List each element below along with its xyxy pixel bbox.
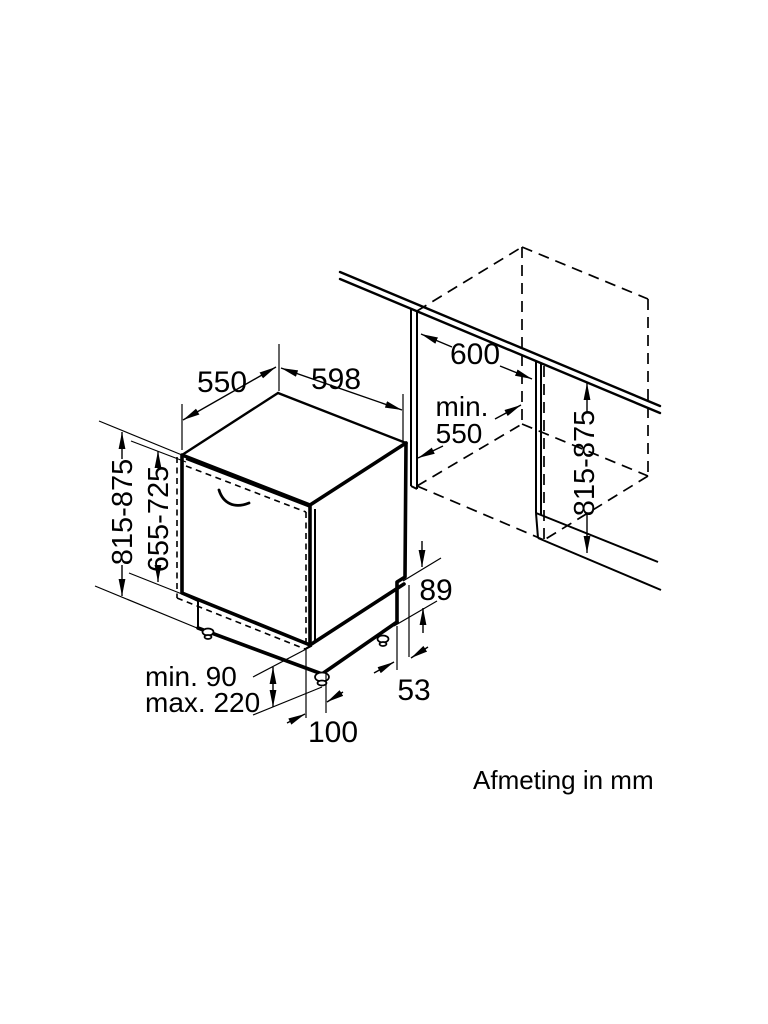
- dim-label-plinth-max: max. 220: [145, 687, 260, 718]
- dim-niche-depth: min. 550: [417, 391, 522, 459]
- dim-label-plinth-min: min. 90: [145, 661, 237, 692]
- dim-door-panel-height: 655-725: [128, 440, 187, 595]
- furniture-door-dashed-outline: [176, 457, 391, 650]
- dim-label-top-depth: 550: [197, 366, 247, 399]
- dim-niche-width: 600: [420, 333, 533, 380]
- niche-dashed-outline: [416, 246, 649, 541]
- dim-top-depth: 550: [181, 344, 280, 450]
- dim-appliance-height: 815-875: [94, 420, 198, 629]
- dim-label-niche-width: 600: [450, 338, 500, 371]
- dim-label-rear-step: 89: [419, 574, 452, 607]
- niche-right-panel: [535, 361, 662, 591]
- dim-niche-height: 815-875: [569, 383, 601, 553]
- dim-width: 598: [280, 363, 404, 442]
- dim-label-rear-offset: 53: [397, 674, 430, 707]
- dim-label-width: 598: [311, 363, 361, 396]
- dim-rear-offset: 53: [373, 585, 431, 707]
- dim-label-door-panel-height: 655-725: [143, 466, 175, 572]
- dim-label-front-feet-offset: 100: [308, 716, 358, 749]
- adjustable-feet: [201, 627, 390, 687]
- door-handle-icon: [217, 488, 251, 507]
- niche-left-panel: [410, 309, 418, 490]
- dim-label-niche-height: 815-875: [569, 410, 601, 516]
- countertop: [338, 270, 662, 415]
- dishwasher-body: [180, 391, 408, 676]
- dim-label-niche-depth-value: 550: [436, 418, 483, 449]
- dim-label-niche-depth-min: min.: [436, 391, 489, 422]
- dim-rear-step: 89: [393, 541, 453, 633]
- dim-plinth-height: min. 90 max. 220: [145, 645, 323, 718]
- caption: Afmeting in mm: [473, 765, 654, 795]
- dim-label-appliance-height: 815-875: [107, 459, 139, 565]
- dim-front-feet-offset: 100: [286, 649, 358, 749]
